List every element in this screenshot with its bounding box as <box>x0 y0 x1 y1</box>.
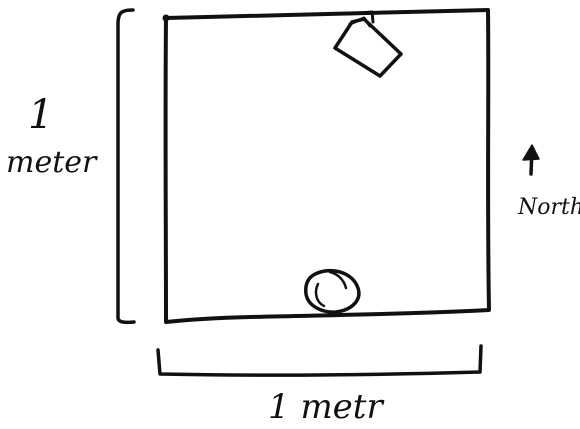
top-object <box>335 12 401 76</box>
corner-dot <box>163 15 170 22</box>
north-label: North <box>517 195 580 220</box>
bottom-object <box>306 271 359 312</box>
left-dimension-unit: meter <box>6 145 98 180</box>
left-dimension-number: 1 <box>28 92 53 138</box>
bottom-dimension-label: 1 metr <box>268 387 384 427</box>
left-dimension-bracket <box>118 10 134 322</box>
bottom-dimension-bracket <box>158 346 481 375</box>
north-arrow-icon <box>523 145 539 174</box>
square-enclosure <box>166 10 489 322</box>
